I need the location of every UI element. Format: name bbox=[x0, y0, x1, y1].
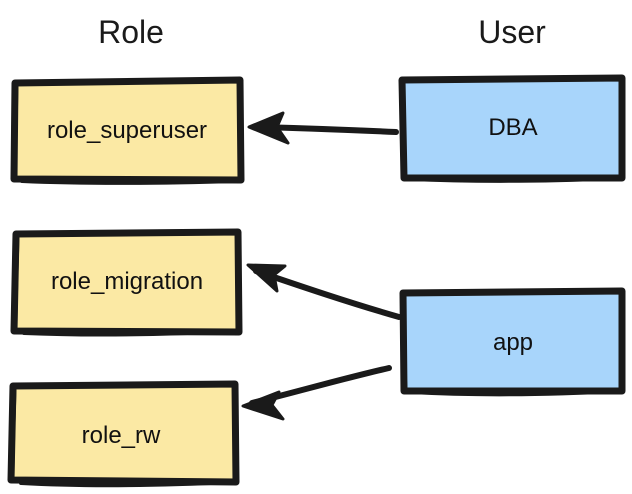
node-role-migration-edge-left bbox=[12, 235, 20, 331]
node-dba-edge-left bbox=[399, 81, 407, 178]
edge-app-migration-line bbox=[253, 268, 402, 320]
node-app-edge-left bbox=[400, 294, 408, 391]
edge-dba-to-role-superuser bbox=[247, 111, 399, 145]
node-role-rw-shape bbox=[7, 380, 240, 486]
node-role-migration-shape bbox=[10, 228, 243, 336]
node-role-rw-edge-left bbox=[9, 387, 17, 481]
node-dba-shape bbox=[398, 74, 626, 182]
node-app[interactable] bbox=[399, 287, 626, 397]
node-app-edge-bottom bbox=[409, 389, 623, 397]
edge-app-migration-arrowhead bbox=[246, 263, 287, 293]
node-dba-edge-bottom bbox=[408, 176, 623, 183]
edge-app-to-role-migration bbox=[246, 263, 402, 320]
edge-app-rw-arrowhead bbox=[241, 390, 285, 421]
node-app-shape bbox=[399, 287, 626, 395]
node-role-rw[interactable] bbox=[7, 380, 240, 488]
node-role-migration[interactable] bbox=[10, 228, 243, 337]
node-role-superuser[interactable] bbox=[10, 76, 245, 185]
node-role-superuser-shape bbox=[10, 76, 245, 184]
edge-dba-arrowhead bbox=[247, 111, 290, 145]
node-role-rw-edge-bottom bbox=[19, 480, 235, 488]
edge-app-to-role-rw bbox=[241, 365, 392, 421]
node-role-superuser-edge-left bbox=[11, 83, 19, 179]
column-header-user: User bbox=[478, 14, 546, 50]
node-dba[interactable] bbox=[398, 74, 626, 183]
node-role-superuser-edge-bottom bbox=[20, 179, 240, 185]
column-header-role: Role bbox=[98, 14, 164, 50]
node-role-migration-edge-bottom bbox=[22, 329, 238, 337]
